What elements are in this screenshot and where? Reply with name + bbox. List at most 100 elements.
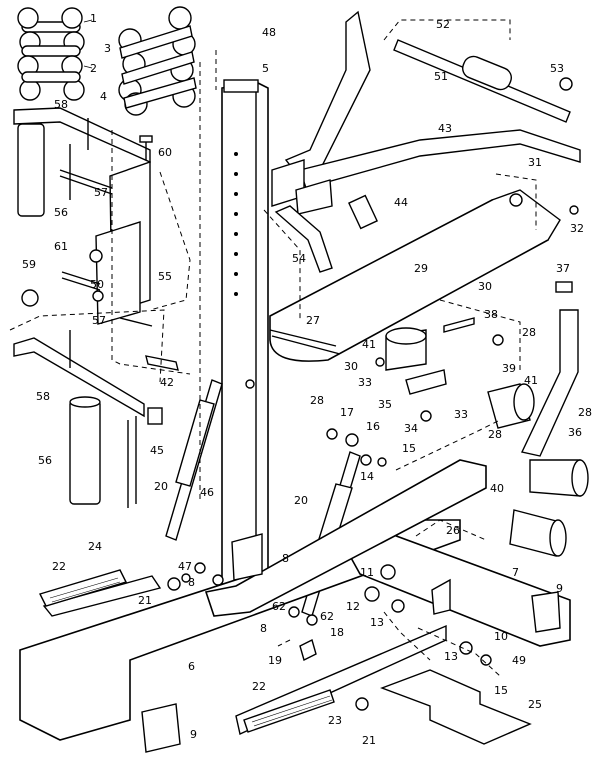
callout-21a: 21 <box>138 594 152 607</box>
knob-59 <box>21 289 39 307</box>
storage-rack-upper <box>13 107 153 327</box>
callout-labels: 1 2 3 4 5 6 7 8 8 8 9 9 10 11 12 13 13 1… <box>22 12 592 747</box>
callout-55: 55 <box>158 270 172 283</box>
assembly-guides <box>9 19 537 677</box>
callout-7: 7 <box>512 566 519 579</box>
callout-37: 37 <box>556 262 570 275</box>
callout-1: 1 <box>90 12 97 25</box>
roller-40-upper <box>529 459 589 497</box>
callout-6: 6 <box>188 660 195 673</box>
callout-54: 54 <box>292 252 306 265</box>
callout-22b: 22 <box>252 680 266 693</box>
callout-33a: 33 <box>358 376 372 389</box>
callout-28a: 28 <box>522 326 536 339</box>
callout-45: 45 <box>150 444 164 457</box>
callout-8c: 8 <box>260 622 267 635</box>
hardware <box>145 193 579 711</box>
callout-14: 14 <box>360 470 374 483</box>
callout-52: 52 <box>436 18 450 31</box>
callout-58b: 58 <box>36 390 50 403</box>
callout-13b: 13 <box>444 650 458 663</box>
callout-24: 24 <box>88 540 102 553</box>
footplate-22-left <box>39 569 127 607</box>
callout-34: 34 <box>404 422 418 435</box>
callout-57a: 57 <box>94 186 108 199</box>
roller-41-lower <box>487 383 535 429</box>
callout-20a: 20 <box>154 480 168 493</box>
storage-rack-lower <box>13 330 163 508</box>
callout-38: 38 <box>484 308 498 321</box>
weight-plate-stack-right <box>118 6 197 116</box>
callout-48: 48 <box>262 26 276 39</box>
callout-16: 16 <box>366 420 380 433</box>
callout-28c: 28 <box>578 406 592 419</box>
callout-30a: 30 <box>478 280 492 293</box>
callout-32: 32 <box>570 222 584 235</box>
callout-40: 40 <box>490 482 504 495</box>
callout-43: 43 <box>438 122 452 135</box>
callout-30b: 30 <box>344 360 358 373</box>
callout-2: 2 <box>90 62 97 75</box>
callout-26: 26 <box>446 524 460 537</box>
callout-50: 50 <box>90 278 104 291</box>
callout-58a: 58 <box>54 98 68 111</box>
callout-62a: 62 <box>272 600 286 613</box>
callout-59: 59 <box>22 258 36 271</box>
callout-36: 36 <box>568 426 582 439</box>
callout-62b: 62 <box>320 610 334 623</box>
callout-8b: 8 <box>188 576 195 589</box>
callout-13a: 13 <box>370 616 384 629</box>
callout-17: 17 <box>340 406 354 419</box>
callout-9a: 9 <box>556 582 563 595</box>
callout-61: 61 <box>54 240 68 253</box>
callout-41b: 41 <box>524 374 538 387</box>
callout-33b: 33 <box>454 408 468 421</box>
callout-28b: 28 <box>310 394 324 407</box>
callout-35: 35 <box>378 398 392 411</box>
callout-46: 46 <box>200 486 214 499</box>
arm-assembly-43 <box>271 10 581 230</box>
callout-29: 29 <box>414 262 428 275</box>
callout-42: 42 <box>160 376 174 389</box>
callout-56b: 56 <box>38 454 52 467</box>
main-upright-5 <box>221 79 269 601</box>
callout-8a: 8 <box>282 552 289 565</box>
callout-5: 5 <box>262 62 269 75</box>
weight-plate-stack-left <box>17 7 93 101</box>
leg-arm-36 <box>520 281 579 457</box>
callout-19: 19 <box>268 654 282 667</box>
callout-27: 27 <box>306 314 320 327</box>
callout-10: 10 <box>494 630 508 643</box>
callout-57b: 57 <box>92 314 106 327</box>
handle-54 <box>274 205 333 273</box>
roller-40-lower <box>509 509 567 557</box>
upright-holes <box>234 152 238 296</box>
callout-3: 3 <box>104 42 111 55</box>
callout-25: 25 <box>528 698 542 711</box>
callout-4: 4 <box>100 90 107 103</box>
callout-53: 53 <box>550 62 564 75</box>
callout-60: 60 <box>158 146 172 159</box>
roller-41-upper <box>385 327 427 371</box>
callout-51: 51 <box>434 70 448 83</box>
bolt-60 <box>139 135 153 160</box>
callout-21b: 21 <box>362 734 376 747</box>
callout-23: 23 <box>328 714 342 727</box>
callout-12: 12 <box>346 600 360 613</box>
bar-52 <box>393 39 573 123</box>
callout-11: 11 <box>360 566 374 579</box>
callout-47: 47 <box>178 560 192 573</box>
callout-15a: 15 <box>402 442 416 455</box>
callout-56a: 56 <box>54 206 68 219</box>
bracket-25 <box>380 669 532 745</box>
callout-22a: 22 <box>52 560 66 573</box>
callout-20b: 20 <box>294 494 308 507</box>
callout-18: 18 <box>330 626 344 639</box>
callout-15b: 15 <box>494 684 508 697</box>
callout-41a: 41 <box>362 338 376 351</box>
callout-28d: 28 <box>488 428 502 441</box>
callout-49: 49 <box>512 654 526 667</box>
footplate-22-right <box>243 689 335 733</box>
callout-9b: 9 <box>190 728 197 741</box>
